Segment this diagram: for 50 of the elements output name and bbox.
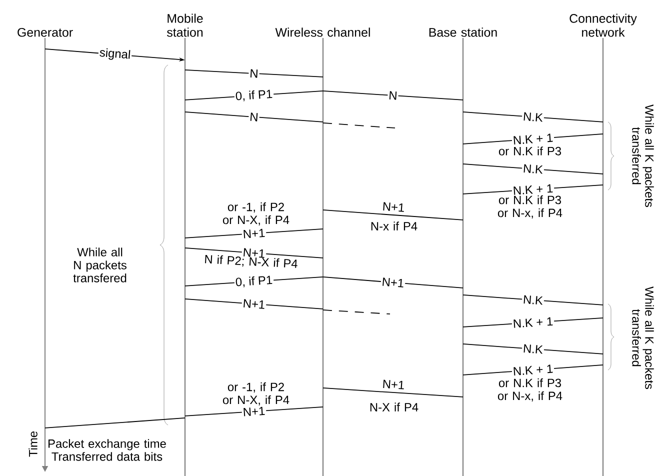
lifeline-header: Base station xyxy=(429,28,497,37)
edge-label: N+1 xyxy=(242,406,266,418)
message-line xyxy=(462,344,604,354)
edge-label: N xyxy=(387,90,399,101)
condition-note: or N.K if P3 or N-x, if P4 xyxy=(498,378,562,402)
message-line xyxy=(322,388,464,398)
edge-label: signal xyxy=(98,46,132,62)
edge-label: N.K xyxy=(522,343,544,355)
condition-note: or -1, if P2 or N-X, if P4 xyxy=(222,202,290,226)
message-line xyxy=(462,112,604,122)
edge-label: N.K xyxy=(522,163,544,175)
loop-note: While all K packets transferred xyxy=(632,286,654,390)
message-line xyxy=(322,90,464,100)
loop-note: While all N packets transfered xyxy=(73,248,126,282)
lost-message-line xyxy=(322,310,390,314)
message-line xyxy=(184,112,324,122)
edge-label: N+1 xyxy=(242,228,266,240)
edge-label: N+1 xyxy=(380,276,406,289)
condition-note: or N.K if P3 xyxy=(498,146,562,156)
edge-label: N xyxy=(248,68,260,79)
edge-label: N+1 xyxy=(381,201,406,213)
loop-note: While all K packets transferred xyxy=(632,104,654,208)
edge-label: N.K + 1 xyxy=(512,316,554,329)
message-line xyxy=(462,164,604,174)
edge-label: N.K + 1 xyxy=(512,363,554,377)
message-line xyxy=(462,294,604,306)
message-line xyxy=(184,70,324,78)
edge-label: N.K + 1 xyxy=(512,183,554,196)
edge-label: N+1 xyxy=(381,378,406,390)
lifeline-header: Mobile station xyxy=(167,14,203,37)
condition-note: or -1, if P2 or N-X, if P4 xyxy=(222,382,290,406)
lifeline-header: Generator xyxy=(18,28,73,37)
edge-label: N+1 xyxy=(242,247,266,259)
condition-note: N-X if P4 xyxy=(370,402,418,412)
lifeline-header: Wireless channel xyxy=(275,28,370,37)
result-note: Packet exchange time Transferred data bits xyxy=(48,439,166,461)
lifeline-header: Connectivity network xyxy=(570,14,637,37)
edge-label: 0, if P1 xyxy=(234,88,274,103)
axis-label: Time xyxy=(28,431,38,457)
message-line xyxy=(44,418,186,428)
edge-label: N+1 xyxy=(242,298,266,310)
message-line xyxy=(322,210,464,220)
edge-label: N.K xyxy=(522,111,544,123)
lost-message-line xyxy=(322,122,396,128)
edge-label: N.K xyxy=(522,294,544,306)
condition-note: or N.K if P3 or N-x, if P4 xyxy=(498,195,562,219)
edge-label: N xyxy=(248,112,260,122)
condition-note: N-x if P4 xyxy=(371,222,418,230)
edge-label: 0, if P1 xyxy=(234,274,274,289)
edge-label: N.K + 1 xyxy=(512,132,554,146)
